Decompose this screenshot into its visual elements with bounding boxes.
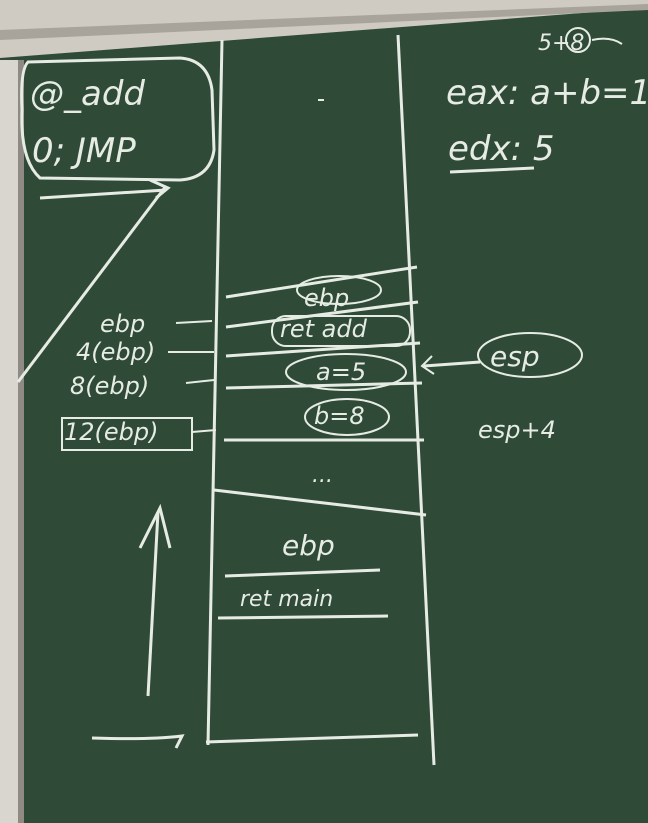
slot-line-7 — [224, 568, 381, 578]
offset-12-label: 12(ebp) — [64, 418, 159, 446]
sum-arrow — [591, 37, 623, 45]
stack-left-border — [206, 39, 224, 746]
diagonal-arrow-line — [16, 185, 168, 383]
eight-circle — [565, 27, 591, 53]
offset-8-label: 8(ebp) — [70, 372, 149, 400]
bottom-left-stroke — [91, 734, 185, 749]
board-frame-shadow — [0, 4, 648, 40]
esp-circle — [477, 332, 583, 378]
slot-line-bottom — [205, 733, 419, 744]
slot-lower-ebp: ebp — [282, 529, 335, 562]
offset-8-arrow — [185, 379, 215, 384]
slot-dots: ... — [312, 463, 333, 488]
arrow-head-1 — [39, 188, 167, 200]
offset-12-box — [61, 417, 193, 451]
edx-underline — [449, 166, 535, 174]
slot-ret-main: ret main — [240, 587, 333, 612]
arrow-head-2 — [149, 178, 171, 200]
slot-line-8 — [217, 614, 389, 620]
stack-right-border — [396, 34, 436, 766]
slot-ebp-circle — [296, 275, 382, 305]
slot-ret-add-circle — [271, 315, 411, 347]
label-line1: @_add — [30, 74, 145, 114]
eax-expression: eax: a+b=13 — [446, 73, 648, 113]
offset-4-label: 4(ebp) — [76, 338, 155, 366]
board-left-frame-shadow — [18, 60, 24, 823]
slot-line-2 — [225, 300, 419, 329]
slot-a-circle — [285, 353, 407, 391]
esp-plus4-label: esp+4 — [478, 416, 556, 444]
esp-arrow-head — [420, 355, 435, 375]
offset-12-arrow — [191, 429, 217, 433]
esp-label: esp — [490, 340, 540, 373]
slot-line-1 — [225, 265, 418, 299]
esp-arrow — [423, 360, 481, 368]
offset-ebp-arrow — [175, 320, 213, 324]
growth-arrow-shaft — [146, 511, 160, 697]
slot-b-circle — [304, 398, 390, 436]
edx-expression: edx: 5 — [448, 129, 555, 169]
label-line2: 0; JMP — [32, 131, 136, 171]
slot-b: b=8 — [314, 402, 365, 430]
slot-ebp: ebp — [304, 284, 349, 312]
slot-a: a=5 — [316, 358, 366, 386]
board-left-frame — [0, 60, 18, 823]
offset-ebp-label: ebp — [100, 310, 145, 338]
growth-arrow-head — [138, 503, 172, 549]
label-box — [20, 56, 216, 182]
slot-line-6 — [213, 488, 427, 517]
slot-ret-add: ret add — [280, 315, 368, 343]
